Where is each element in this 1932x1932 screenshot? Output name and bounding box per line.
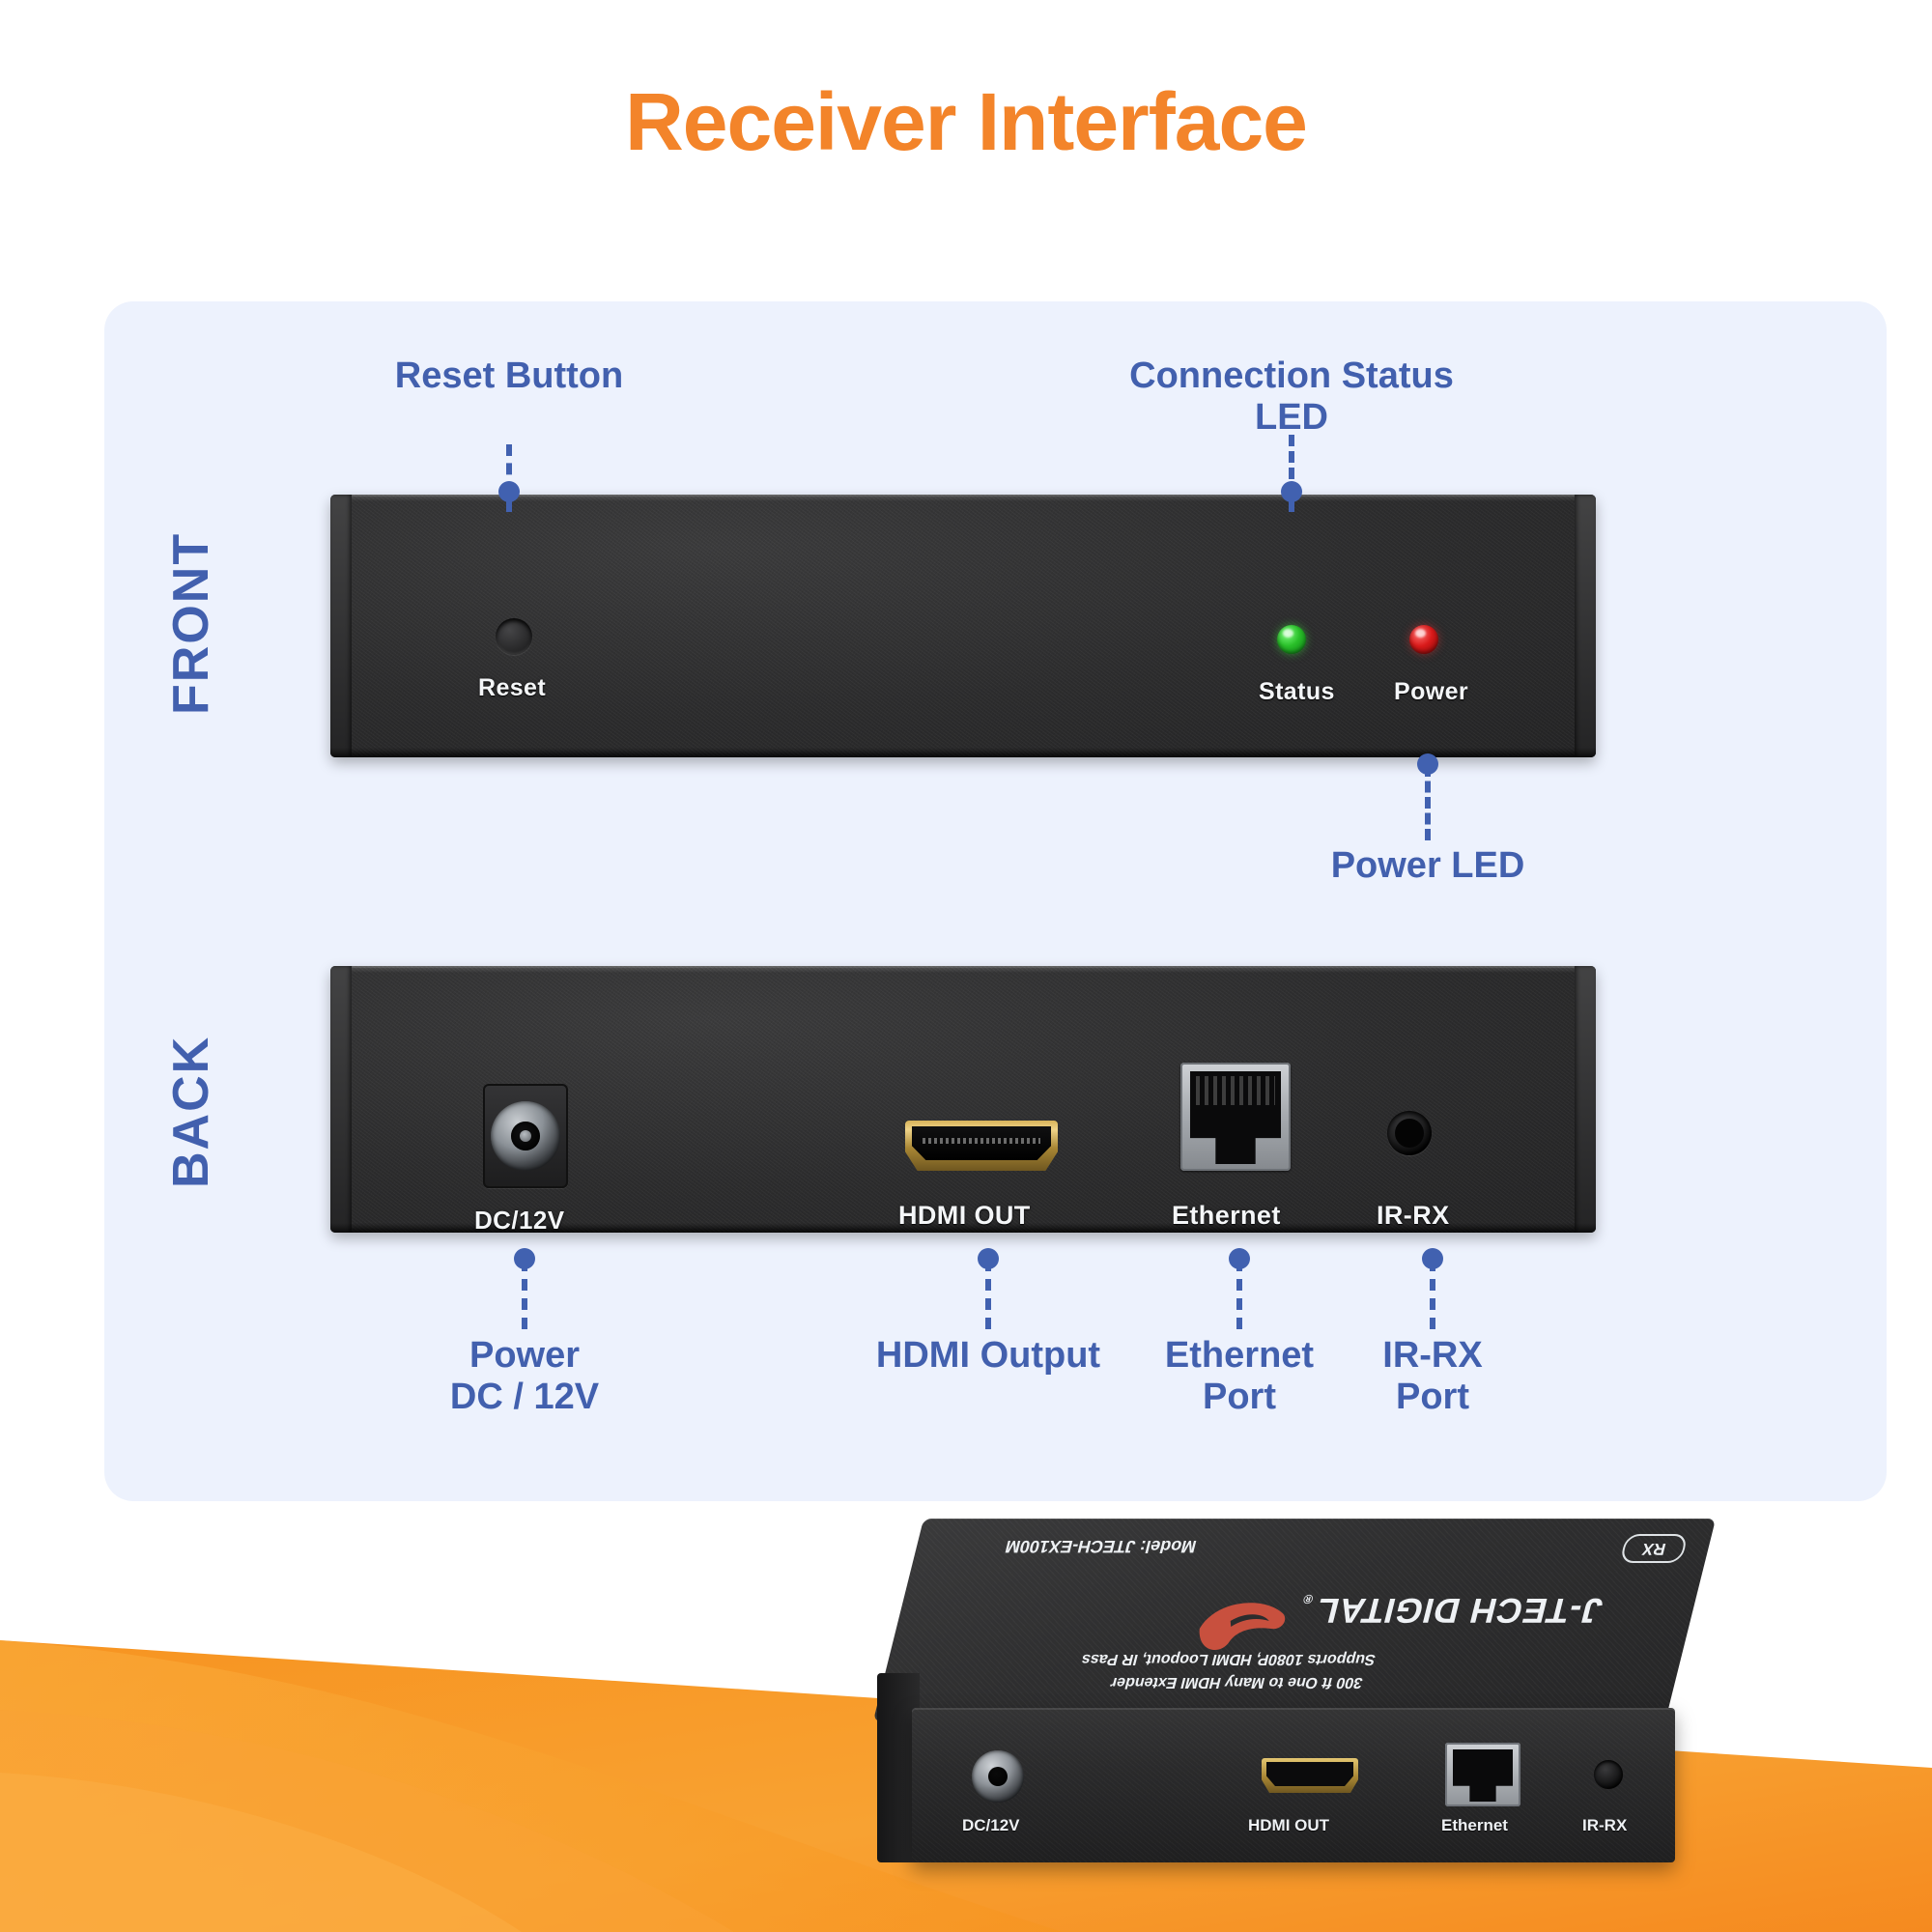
hdmi-out-port[interactable]	[905, 1121, 1058, 1171]
product-back-face: DC/12V HDMI OUT Ethernet IR-RX	[912, 1708, 1675, 1862]
callout-dot-power-led	[1417, 753, 1438, 775]
product-hdmi-port[interactable]	[1262, 1758, 1358, 1793]
product-tagline-1: 300 ft One to Many HDMI Extender	[1108, 1674, 1365, 1690]
product-dc-jack[interactable]	[972, 1750, 1024, 1803]
ir-silk-label: IR-RX	[1377, 1201, 1450, 1230]
callout-dot-power-dc	[514, 1248, 535, 1269]
dc-power-jack[interactable]	[483, 1084, 568, 1188]
status-led-icon	[1277, 625, 1306, 654]
callout-reset-button: Reset Button	[394, 355, 624, 396]
callout-dot-status	[1281, 481, 1302, 502]
power-led-icon	[1409, 625, 1438, 654]
callout-dot-ethernet-port	[1229, 1248, 1250, 1269]
product-photo-3d: Model: JTECH-EX100M RX J-TECH DIGITAL ® …	[872, 1519, 1748, 1924]
product-model-text: Model: JTECH-EX100M	[1003, 1537, 1199, 1556]
reset-silk-label: Reset	[478, 674, 547, 701]
callout-power-led: Power LED	[1330, 845, 1525, 886]
ir-rx-jack[interactable]	[1387, 1111, 1432, 1155]
diagram-panel	[104, 301, 1887, 1501]
hdmi-silk-label: HDMI OUT	[898, 1201, 1031, 1230]
brand-logo-icon	[1199, 1603, 1286, 1651]
callout-dot-ir-rx-port	[1422, 1248, 1443, 1269]
product-ir-label: IR-RX	[1582, 1816, 1628, 1834]
panel-bottom-bevel	[330, 748, 1596, 757]
callout-line-power-led	[1425, 765, 1431, 840]
back-panel-top-bevel	[330, 966, 1596, 973]
panel-right-ear	[1575, 495, 1596, 757]
page-title: Receiver Interface	[625, 76, 1308, 167]
panel-left-ear	[330, 495, 352, 757]
back-panel-right-ear	[1575, 966, 1596, 1233]
product-hdmi-label: HDMI OUT	[1248, 1816, 1330, 1834]
ethernet-rj45-port[interactable]	[1180, 1063, 1291, 1171]
rj45-pins	[1196, 1076, 1275, 1105]
back-panel-left-ear	[330, 966, 352, 1233]
product-brand-mark: ®	[1301, 1592, 1315, 1606]
product-ir-jack[interactable]	[1594, 1760, 1623, 1789]
rx-badge: RX	[1620, 1534, 1690, 1563]
callout-line-power-dc	[522, 1260, 527, 1329]
dc-jack-pin	[511, 1122, 540, 1151]
callout-ethernet-port: Ethernet Port	[1164, 1335, 1315, 1417]
callout-ir-rx-port: IR-RX Port	[1382, 1335, 1483, 1417]
ethernet-silk-label: Ethernet	[1172, 1201, 1281, 1230]
back-panel-bottom-bevel	[330, 1223, 1596, 1233]
callout-dot-hdmi-output	[978, 1248, 999, 1269]
view-label-back: BACK	[163, 1035, 219, 1188]
product-brand-text: J-TECH DIGITAL	[1311, 1591, 1606, 1631]
callout-line-reset	[506, 444, 512, 512]
status-silk-label: Status	[1259, 678, 1335, 705]
power-silk-label: Power	[1394, 678, 1469, 705]
front-panel-device	[330, 495, 1596, 757]
product-ethernet-label: Ethernet	[1441, 1816, 1508, 1834]
callout-line-hdmi-output	[985, 1260, 991, 1329]
callout-line-status	[1289, 435, 1294, 512]
product-ethernet-port[interactable]	[1445, 1743, 1520, 1806]
callout-connection-status-led: Connection Status LED	[1129, 355, 1454, 438]
callout-line-ethernet-port	[1236, 1260, 1242, 1329]
dc-silk-label: DC/12V	[474, 1206, 565, 1235]
callout-dot-reset	[498, 481, 520, 502]
hdmi-pins	[923, 1138, 1040, 1144]
product-dc-label: DC/12V	[962, 1816, 1020, 1834]
callout-hdmi-output: HDMI Output	[875, 1335, 1101, 1376]
product-tagline-2: Supports 1080P, HDMI Loopout, IR Pass	[1079, 1651, 1378, 1667]
product-top-face: Model: JTECH-EX100M RX J-TECH DIGITAL ® …	[872, 1519, 1717, 1721]
callout-line-ir-rx-port	[1430, 1260, 1435, 1329]
reset-button[interactable]	[496, 618, 532, 655]
callout-power-dc: Power DC / 12V	[449, 1335, 600, 1417]
panel-top-bevel	[330, 495, 1596, 501]
view-label-front: FRONT	[163, 531, 219, 715]
